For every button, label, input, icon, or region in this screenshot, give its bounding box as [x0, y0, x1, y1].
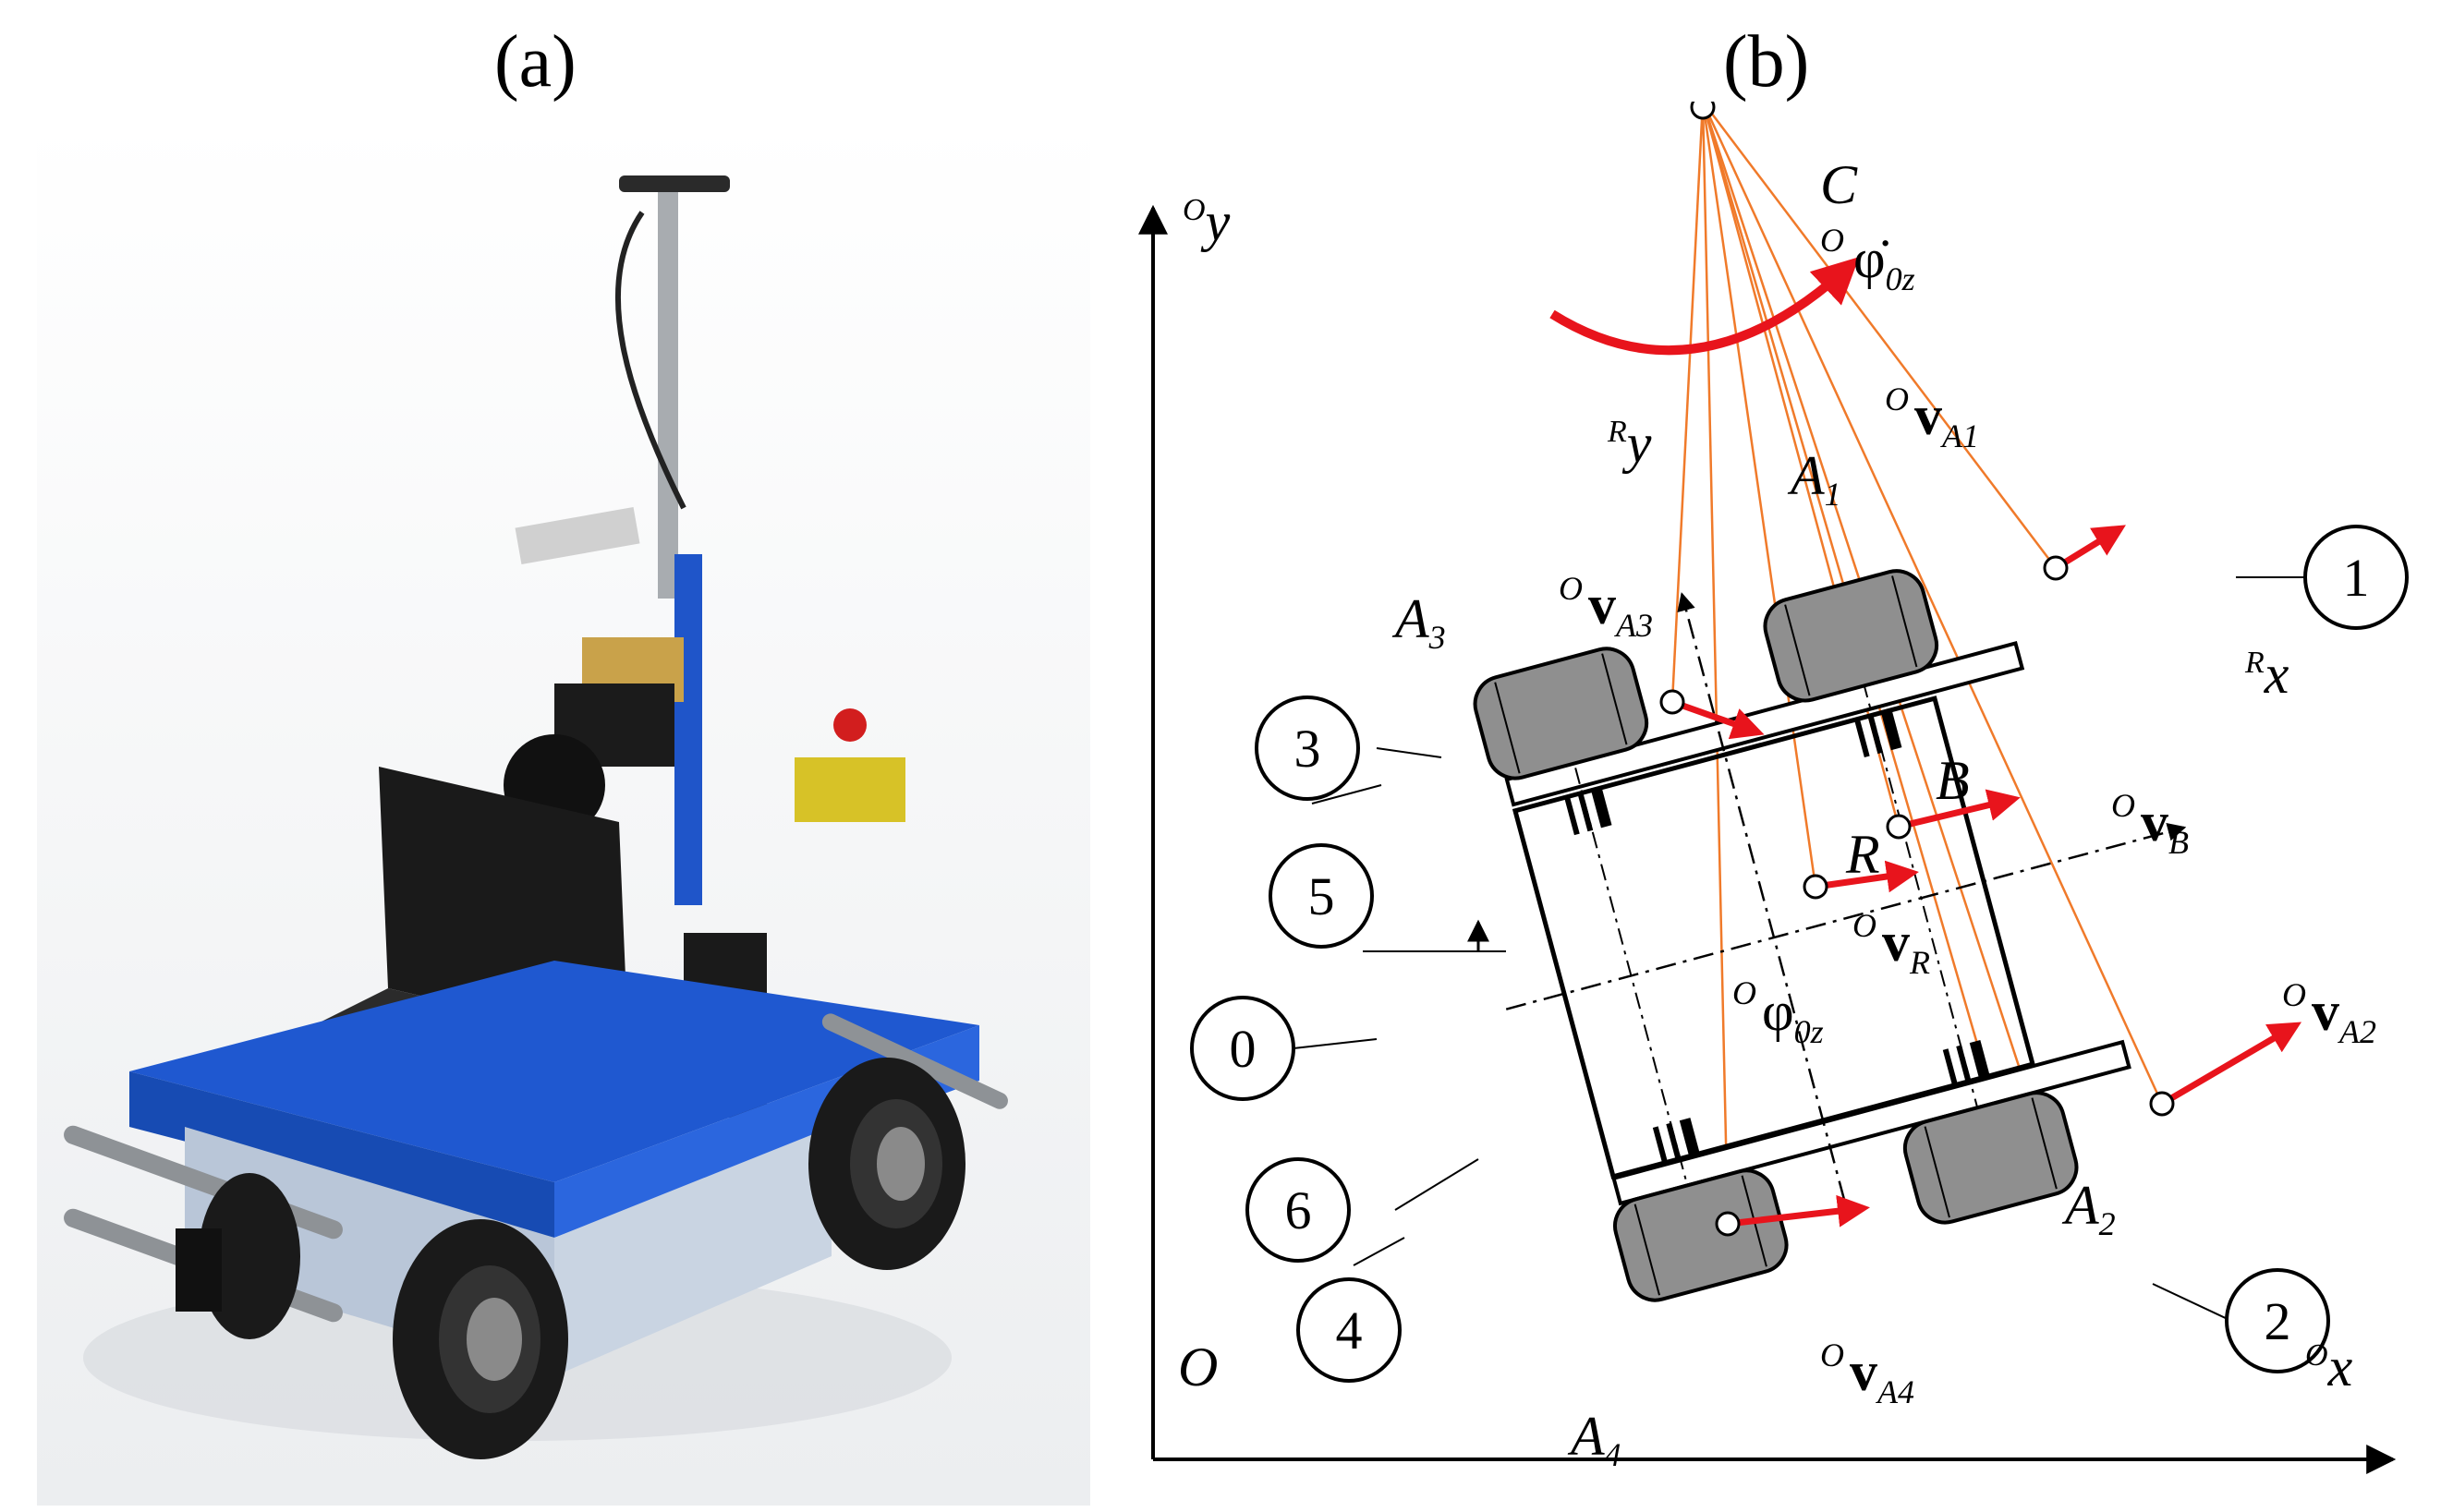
wheel-4	[1613, 1168, 1789, 1302]
point-R-label: R	[1845, 824, 1880, 885]
bearing-marks	[1549, 658, 1990, 1164]
point-A2	[2149, 1091, 2175, 1117]
velocity-vector-R	[1815, 860, 1919, 893]
point-B	[1886, 814, 1912, 840]
point-C-label: C	[1820, 154, 1858, 215]
callout-label-6: 6	[1285, 1180, 1312, 1240]
velocity-vectors	[1670, 525, 2302, 1228]
point-A3	[1659, 689, 1685, 715]
callout-2: 2	[2225, 1268, 2330, 1373]
ray-C-A4	[1701, 102, 1730, 1225]
callout-label-5: 5	[1308, 866, 1335, 926]
wheel-rear-left	[199, 1173, 300, 1339]
callout-label-2: 2	[2265, 1291, 2291, 1351]
point-C	[1690, 102, 1716, 120]
velocity-vector-B	[1898, 789, 2021, 830]
point-A4	[1715, 1211, 1741, 1237]
origin-label: O	[1178, 1337, 1218, 1397]
global-x-label: Ox	[2305, 1337, 2353, 1397]
robot-y-label: Ry	[1607, 413, 1652, 474]
wheel-front-left	[393, 1219, 568, 1459]
callout-4: 4	[1296, 1277, 1402, 1383]
velocity-vector-A3	[1670, 698, 1765, 740]
callout-leaders	[1293, 576, 2319, 1322]
angular-velocity-arc	[1549, 257, 1860, 356]
robot-photo	[37, 120, 1090, 1506]
wheel-2	[1902, 1091, 2079, 1225]
ray-C-A1	[1702, 102, 2057, 569]
axle-bar-6	[1611, 1039, 2131, 1206]
ray-C-R	[1701, 102, 1817, 888]
ray-C-A2	[1701, 102, 2164, 1105]
wheel-front-right	[808, 1058, 965, 1270]
callout-6: 6	[1245, 1157, 1351, 1263]
global-y-label: Oy	[1183, 191, 1231, 252]
callout-label-1: 1	[2343, 548, 2370, 608]
ray-C-extra-2	[1701, 102, 1979, 1045]
velocity-vector-A2	[2160, 1022, 2302, 1107]
gps-antenna	[619, 175, 730, 192]
robot-x-label: Rx	[2244, 644, 2289, 705]
panel-label-b: (b)	[1723, 21, 1810, 103]
callout-5: 5	[1269, 843, 1374, 949]
callout-label-3: 3	[1294, 719, 1321, 779]
point-A3-label: A3	[1391, 588, 1446, 656]
ray-C-A3	[1670, 102, 1705, 703]
wheel-3	[1473, 647, 1649, 780]
blue-mast	[674, 554, 702, 905]
point-A1	[2043, 555, 2069, 581]
velocity-vector-A4	[1727, 1194, 1870, 1228]
callout-3: 3	[1255, 696, 1360, 801]
callout-label-0: 0	[1230, 1019, 1257, 1079]
callout-1: 1	[2303, 525, 2409, 630]
point-A2-label: A2	[2061, 1175, 2116, 1242]
point-A1-label: A1	[1787, 445, 1841, 513]
velocity-vector-A1	[2054, 525, 2126, 571]
point-B-label: B	[1936, 750, 1970, 811]
mast	[658, 192, 678, 599]
point-A4-label: A4	[1567, 1406, 1621, 1473]
robot-x-axis	[1505, 822, 2187, 1010]
wheel-1	[1763, 569, 1939, 703]
callout-label-4: 4	[1336, 1300, 1363, 1361]
callout-0: 0	[1190, 996, 1295, 1101]
point-R	[1803, 874, 1828, 900]
robot-y-axis	[1677, 592, 1846, 1202]
panel-label-a: (a)	[494, 21, 577, 103]
